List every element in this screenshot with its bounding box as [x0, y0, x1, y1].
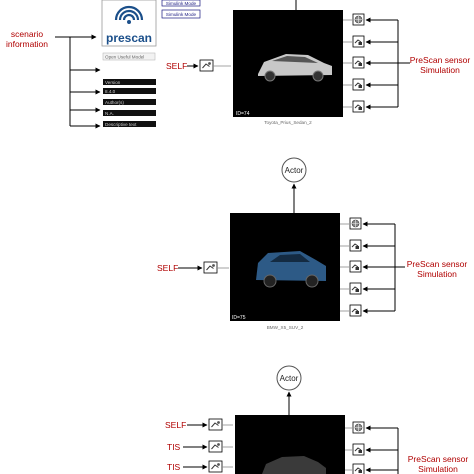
- simulink-mode-label: Simulink Mode: [166, 12, 197, 17]
- actor-node-3[interactable]: Actor: [276, 365, 302, 391]
- vehicle-caption-1: Toyota_Prius_Sedan_2: [264, 120, 312, 125]
- tis-port-icon-2: [208, 460, 223, 473]
- info-bar-description-text: Descriptive text: [105, 122, 137, 127]
- sensor-sim-label-1-line2: Simulation: [420, 65, 460, 75]
- sensor-port-2-3: [349, 260, 362, 273]
- logo-text: prescan: [106, 31, 152, 45]
- sensor-ports-3: [345, 421, 365, 474]
- info-bar-version-text: Version: [105, 80, 121, 85]
- tis-label-1: TIS: [167, 442, 181, 452]
- vehicle-block-1[interactable]: ID=74: [233, 10, 343, 117]
- sensor-sim-label-2-line2: Simulation: [417, 269, 457, 279]
- vehicle-block-3[interactable]: [235, 415, 345, 474]
- self-port-icon-3: [208, 418, 223, 431]
- vehicle-caption-2: BMW_X5_SUV_2: [267, 325, 304, 330]
- actor-label-2: Actor: [285, 166, 304, 175]
- sensor-ports-2: [340, 217, 362, 317]
- info-bar-author-value-text: N.A.: [105, 111, 114, 116]
- simulink-mode-button[interactable]: Simulink Mode: [161, 9, 201, 19]
- tis-port-icon-1: [208, 440, 223, 453]
- self-label-2: SELF: [157, 263, 178, 273]
- sensor-port-3-3: [352, 463, 365, 474]
- sensor-port-3-1: [352, 421, 365, 434]
- sensor-sim-label-3-line2: Simulation: [418, 464, 458, 474]
- car-icon-2: [256, 251, 326, 281]
- sensor-sim-label-1-line1: PreScan sensor: [410, 55, 471, 65]
- info-bar-version: Version: [103, 79, 156, 85]
- info-bar-version-value: 8.4.0: [103, 88, 156, 94]
- self-port-icon-2: [203, 261, 218, 274]
- sensor-port-2-5: [349, 304, 362, 317]
- tis-label-2: TIS: [167, 462, 181, 472]
- info-bar-description: Descriptive text: [103, 121, 156, 127]
- actor-label-3: Actor: [280, 374, 299, 383]
- info-bar-author-text: Author(s): [105, 100, 124, 105]
- open-model-text: Open Useful Model: [105, 55, 144, 60]
- mode-button-top[interactable]: Simulink Mode: [161, 0, 201, 7]
- sensor-port-1-2: [352, 35, 365, 48]
- self-label-3: SELF: [165, 420, 186, 430]
- vehicle-id-2: ID=75: [232, 315, 246, 321]
- info-bar-author: Author(s): [103, 99, 156, 105]
- sensor-ports-1: [343, 13, 365, 113]
- self-port-icon-1: [199, 59, 214, 72]
- section-3: Actor SELF TIS TIS: [165, 365, 469, 474]
- sensor-port-1-4: [352, 78, 365, 91]
- section-2: Actor SELF ID=75 BMW_X5_SUV_2: [157, 157, 468, 330]
- info-bar-version-value-text: 8.4.0: [105, 89, 116, 94]
- vehicle-id-1: ID=74: [236, 111, 250, 117]
- sensor-port-3-2: [352, 443, 365, 456]
- sensor-port-1-3: [352, 56, 365, 69]
- sensor-sim-label-3-line1: PreScan sensor: [408, 454, 469, 464]
- sensor-port-2-2: [349, 239, 362, 252]
- vehicle-block-2[interactable]: ID=75: [230, 213, 340, 321]
- self-label-1: SELF: [166, 61, 187, 71]
- sensor-port-2-4: [349, 282, 362, 295]
- sensor-port-1-1: [352, 13, 365, 26]
- section-1: scenario information prescan Simulink Mo…: [6, 0, 471, 129]
- open-model-field[interactable]: Open Useful Model: [102, 52, 156, 61]
- scenario-label-line1: scenario: [11, 29, 43, 39]
- car-icon-3: [262, 456, 326, 474]
- sensor-port-2-1: [349, 217, 362, 230]
- actor-node-2[interactable]: Actor: [281, 157, 307, 183]
- scenario-label-line2: information: [6, 39, 48, 49]
- sensor-sim-label-2-line1: PreScan sensor: [407, 259, 468, 269]
- sensor-port-1-5: [352, 100, 365, 113]
- info-bar-author-value: N.A.: [103, 110, 156, 116]
- mode-button-top-label: Simulink Mode: [166, 1, 197, 6]
- prescan-logo: prescan: [101, 0, 157, 47]
